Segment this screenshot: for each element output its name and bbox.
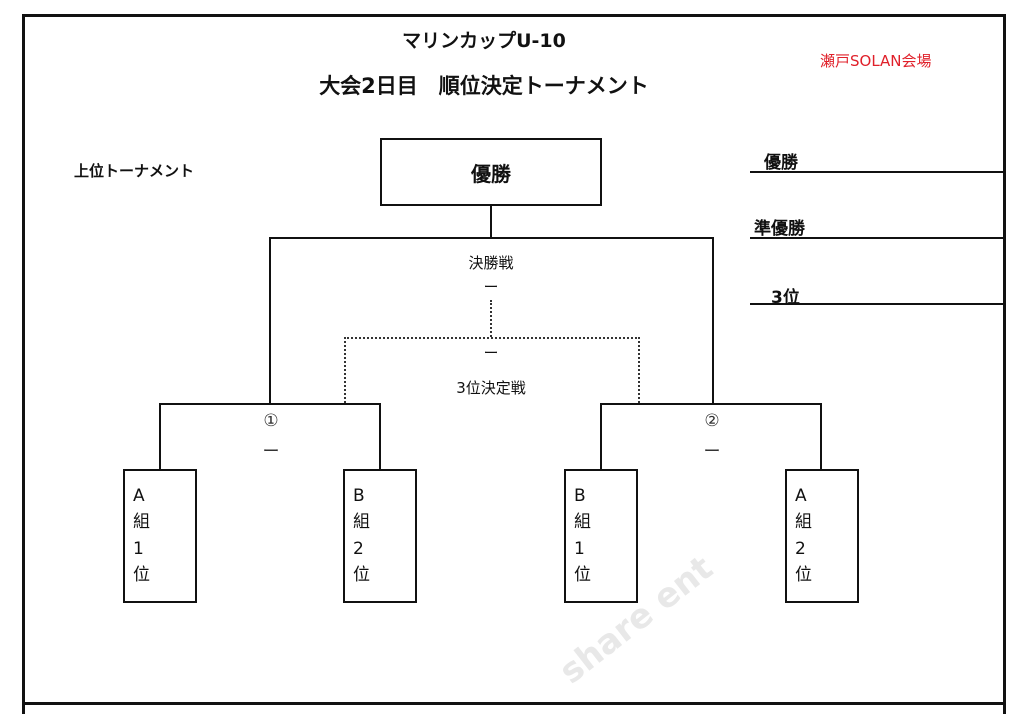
team-char: 位 xyxy=(353,565,370,585)
bottom-rule xyxy=(22,702,1006,705)
team-char: 1 xyxy=(133,539,144,559)
match2-score: ー xyxy=(703,442,721,462)
result-champion-label: 優勝 xyxy=(764,153,798,173)
result-runnerup-label: 準優勝 xyxy=(754,219,805,239)
team-box-b2: B 組 2 位 xyxy=(343,469,417,603)
third-place-right-line xyxy=(638,337,640,403)
third-place-left-line xyxy=(344,337,346,403)
match1-right-line xyxy=(379,403,381,470)
team-box-a1: A 組 1 位 xyxy=(123,469,197,603)
final-match-label: 決勝戦 xyxy=(468,254,514,272)
match2-left-line xyxy=(600,403,602,470)
team-char: B xyxy=(353,486,365,506)
team-char: 組 xyxy=(795,512,812,532)
page-frame xyxy=(22,14,1006,714)
team-char: 位 xyxy=(795,565,812,585)
team-char: B xyxy=(574,486,586,506)
team-char: A xyxy=(795,486,807,506)
match1-left-line xyxy=(159,403,161,470)
team-char: 2 xyxy=(353,539,364,559)
final-stem-line xyxy=(490,205,492,238)
team-char: A xyxy=(133,486,145,506)
third-place-horizontal-line xyxy=(344,337,640,339)
team-char: 位 xyxy=(133,565,150,585)
match1-score: ー xyxy=(262,442,280,462)
team-char: 位 xyxy=(574,565,591,585)
result-champion-rule xyxy=(750,171,1006,173)
third-place-stem-line xyxy=(490,300,492,337)
team-char: 組 xyxy=(133,512,150,532)
final-left-line xyxy=(269,237,271,404)
page-subtitle: 大会2日目 順位決定トーナメント xyxy=(319,74,649,98)
champion-box-label: 優勝 xyxy=(471,161,511,186)
team-char: 1 xyxy=(574,539,585,559)
final-match-score: ー xyxy=(483,278,499,296)
team-char: 組 xyxy=(574,512,591,532)
venue-label: 瀬戸SOLAN会場 xyxy=(820,52,932,70)
result-runnerup-rule xyxy=(750,237,1006,239)
team-box-b1: B 組 1 位 xyxy=(564,469,638,603)
match2-number: ② xyxy=(704,411,720,431)
champion-box: 優勝 xyxy=(380,138,602,206)
result-third-rule xyxy=(750,303,1006,305)
section-label: 上位トーナメント xyxy=(74,162,195,180)
final-horizontal-line xyxy=(269,237,714,239)
third-place-score: ー xyxy=(483,344,499,362)
final-right-line xyxy=(712,237,714,404)
match2-horizontal-line xyxy=(600,403,822,405)
third-place-label: 3位決定戦 xyxy=(456,379,526,397)
team-char: 組 xyxy=(353,512,370,532)
team-box-a2: A 組 2 位 xyxy=(785,469,859,603)
match1-horizontal-line xyxy=(159,403,381,405)
page-title: マリンカップU-10 xyxy=(402,30,566,52)
match1-number: ① xyxy=(263,411,279,431)
match2-right-line xyxy=(820,403,822,470)
team-char: 2 xyxy=(795,539,806,559)
